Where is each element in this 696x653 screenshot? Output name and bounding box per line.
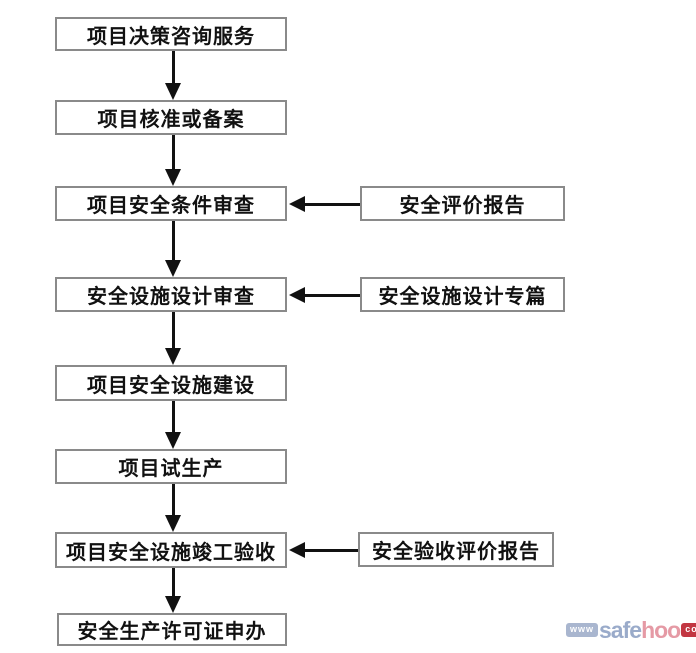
arrow-shaft — [171, 484, 175, 515]
arrow-shaft — [171, 221, 175, 260]
node-trial-production: 项目试生产 — [55, 449, 287, 484]
arrow-shaft — [171, 51, 175, 83]
watermark-safe-text: safe — [599, 617, 642, 643]
arrow-down-3 — [165, 221, 181, 277]
arrow-shaft — [171, 312, 175, 348]
arrow-down-5 — [165, 401, 181, 449]
node-safety-condition-review: 项目安全条件审查 — [55, 186, 287, 221]
arrow-down-7 — [165, 568, 181, 613]
arrow-left-safety-evaluation — [289, 196, 360, 212]
arrow-down-4 — [165, 312, 181, 365]
node-safety-facility-construction: 项目安全设施建设 — [55, 365, 287, 401]
side-node-design-special-chapter: 安全设施设计专篇 — [360, 277, 565, 312]
arrow-left-head-icon — [289, 542, 305, 558]
arrow-left-acceptance-evaluation — [289, 542, 358, 558]
watermark-www-badge: www — [566, 623, 599, 637]
watermark-hoo-text: hoo — [641, 617, 681, 643]
node-approval-or-filing: 项目核准或备案 — [55, 100, 287, 135]
arrow-down-1 — [165, 51, 181, 100]
arrow-down-head-icon — [165, 83, 181, 100]
arrow-down-head-icon — [165, 348, 181, 365]
arrow-left-head-icon — [289, 287, 305, 303]
arrow-down-head-icon — [165, 596, 181, 613]
arrow-shaft — [305, 548, 358, 552]
arrow-shaft — [171, 135, 175, 169]
arrow-left-head-icon — [289, 196, 305, 212]
arrow-shaft — [305, 293, 360, 297]
arrow-down-2 — [165, 135, 181, 186]
arrow-down-head-icon — [165, 515, 181, 532]
safehoo-watermark-logo: www safe hoo com — [566, 617, 696, 643]
side-node-safety-evaluation-report: 安全评价报告 — [360, 186, 565, 221]
node-work-safety-license-application: 安全生产许可证申办 — [57, 613, 287, 646]
arrow-shaft — [171, 401, 175, 432]
node-completion-acceptance: 项目安全设施竣工验收 — [55, 532, 287, 568]
watermark-com-badge: com — [681, 623, 696, 637]
arrow-down-head-icon — [165, 432, 181, 449]
arrow-down-head-icon — [165, 169, 181, 186]
node-safety-facility-design-review: 安全设施设计审查 — [55, 277, 287, 312]
arrow-shaft — [171, 568, 175, 596]
arrow-left-design-special — [289, 287, 360, 303]
side-node-acceptance-evaluation-report: 安全验收评价报告 — [358, 532, 554, 567]
arrow-shaft — [305, 202, 360, 206]
node-decision-consulting: 项目决策咨询服务 — [55, 17, 287, 51]
arrow-down-6 — [165, 484, 181, 532]
arrow-down-head-icon — [165, 260, 181, 277]
